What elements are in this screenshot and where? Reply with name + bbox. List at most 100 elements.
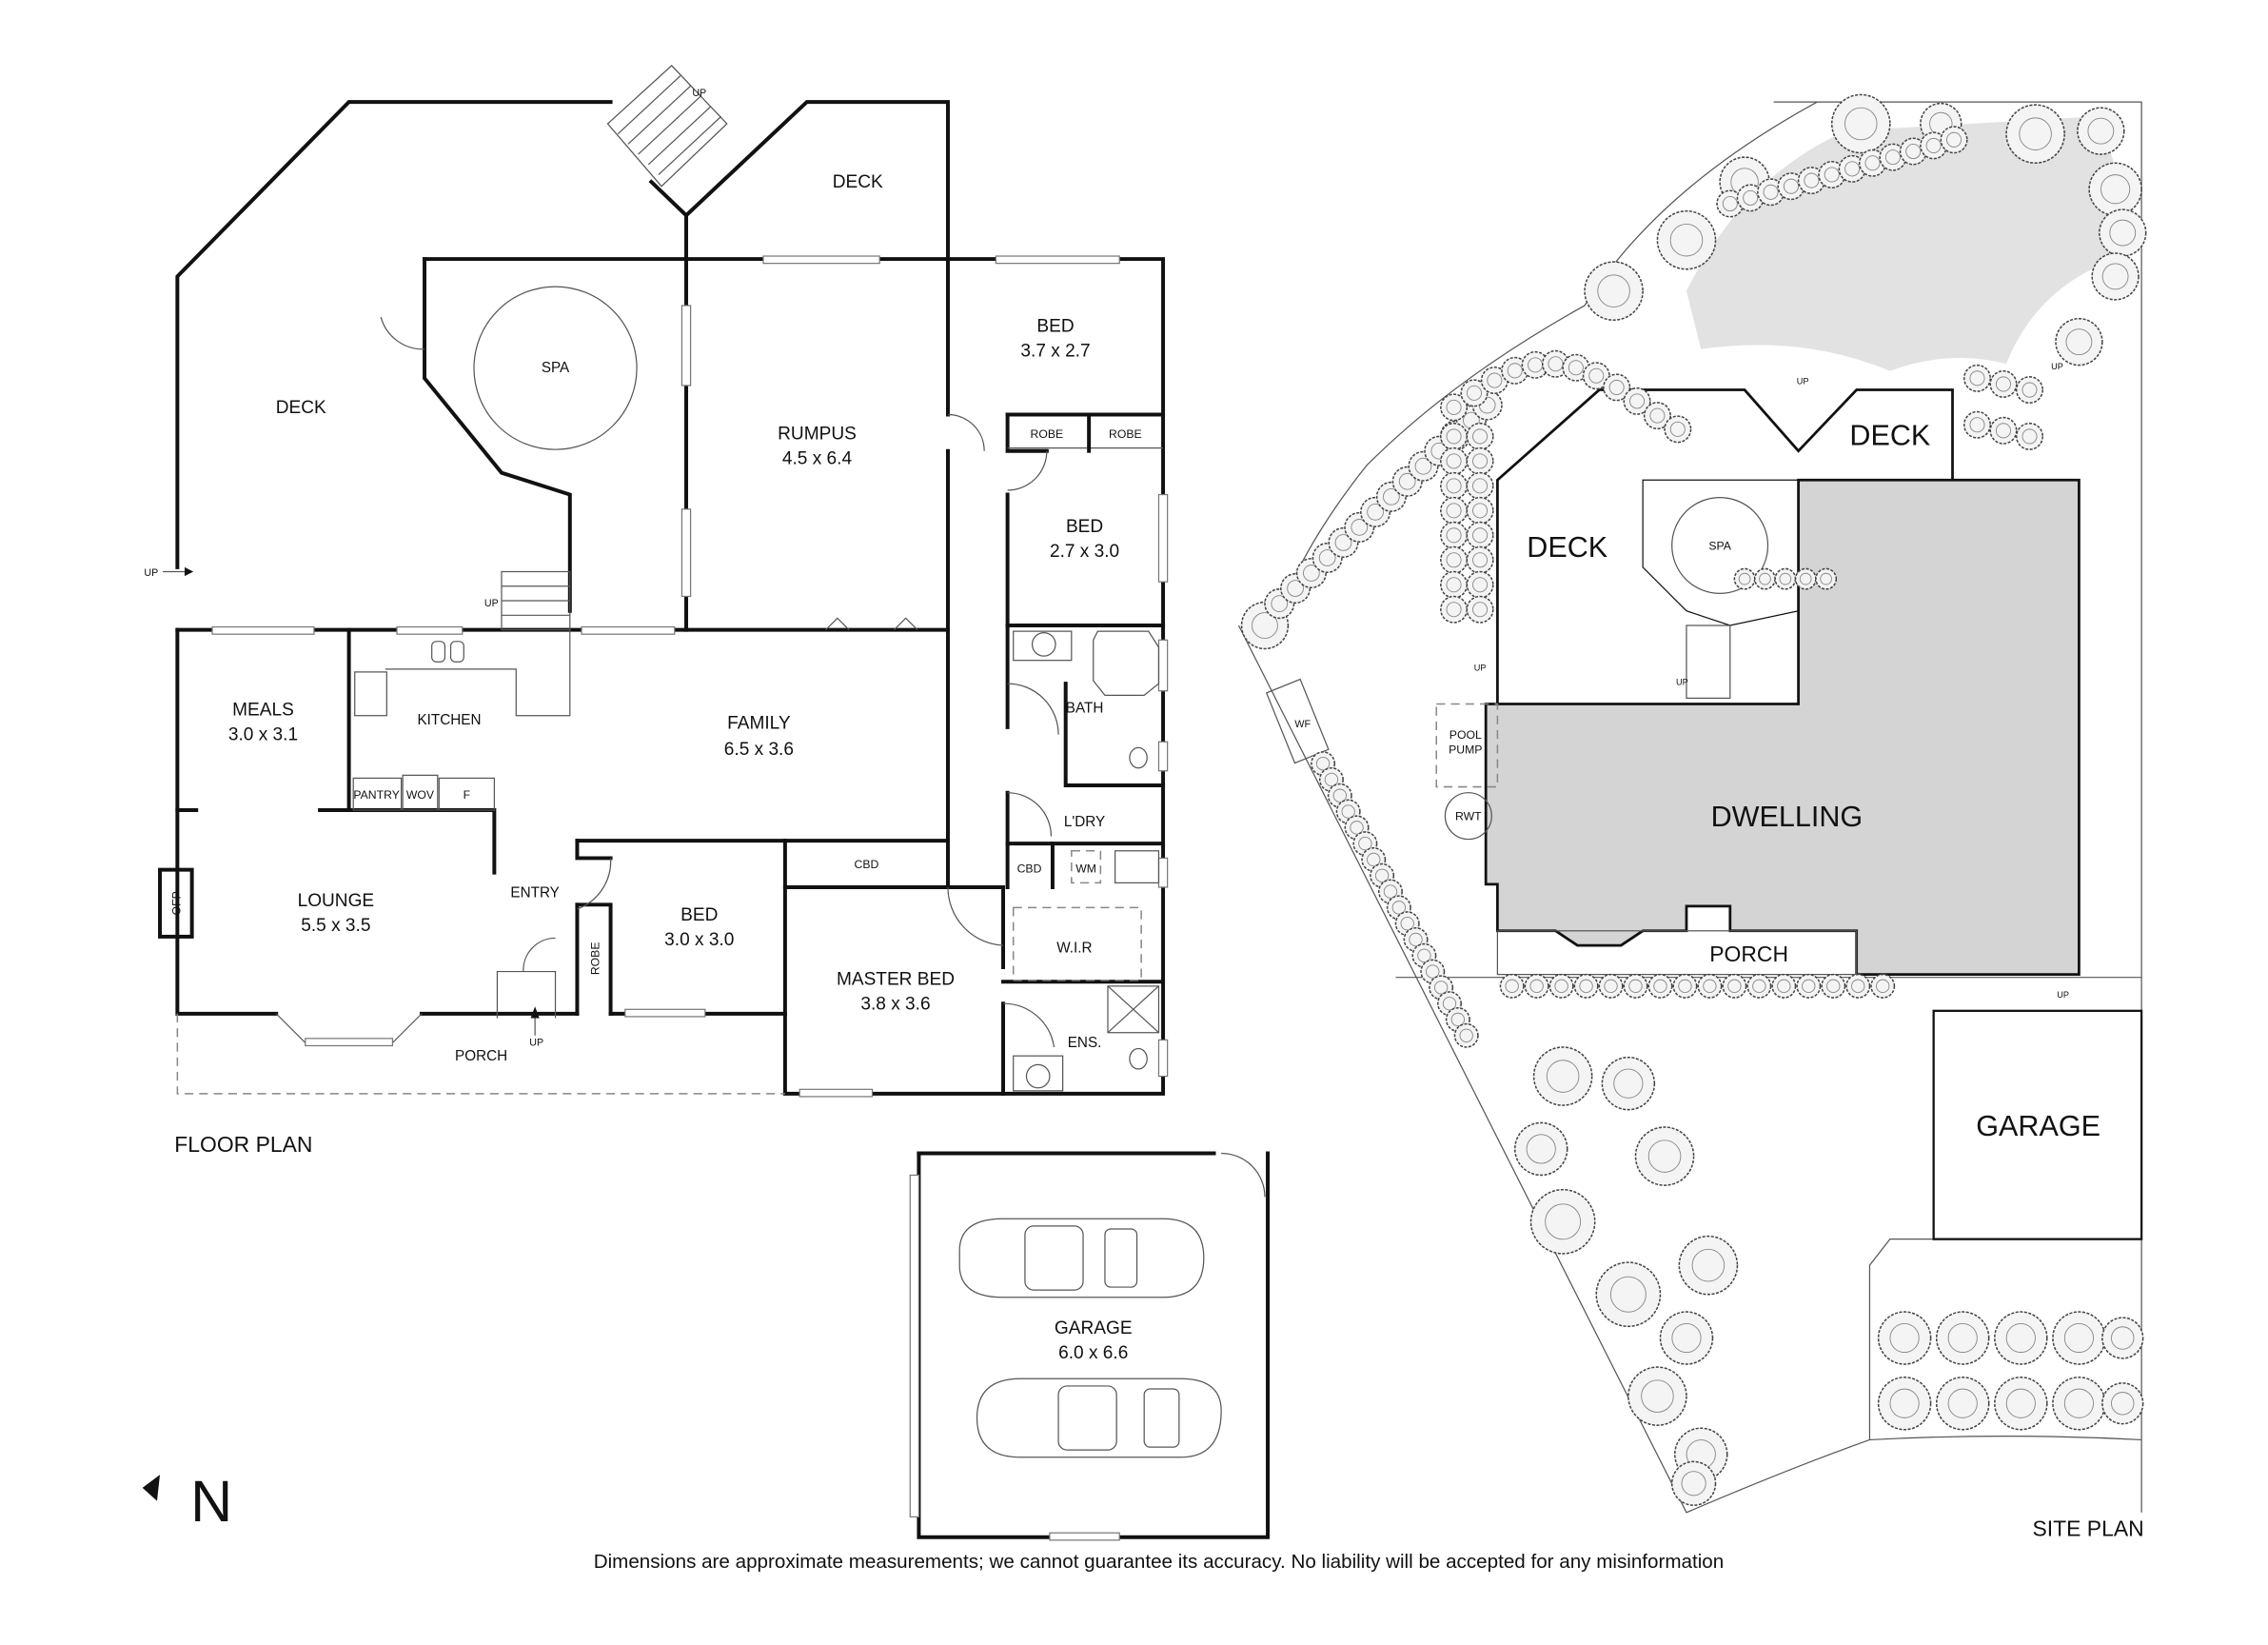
room-label: DECK xyxy=(833,172,883,192)
tree-icon xyxy=(2101,1317,2144,1359)
tree-icon xyxy=(1643,402,1671,430)
tree-icon xyxy=(1466,595,1494,624)
tree-canopy xyxy=(1727,979,1742,994)
tree-canopy xyxy=(1743,189,1759,206)
tree-icon xyxy=(1647,973,1673,999)
tree-canopy xyxy=(1691,1248,1726,1282)
tree-canopy xyxy=(2087,117,2115,145)
tree-canopy xyxy=(1529,979,1544,994)
tree-canopy xyxy=(2005,1388,2036,1418)
tree-canopy xyxy=(1546,1060,1580,1093)
tree-icon xyxy=(1634,1126,1695,1186)
tree-canopy xyxy=(1969,417,1985,433)
tree-canopy xyxy=(2111,1326,2135,1350)
tree-canopy xyxy=(1374,868,1390,882)
tree-canopy xyxy=(1271,595,1289,612)
tree-canopy xyxy=(1995,423,2012,439)
site-plan: DECK DECK SPA DWELLING PORCH GARAGE POOL… xyxy=(1237,93,2147,1540)
tree-icon xyxy=(1774,567,1797,590)
tree-icon xyxy=(1746,973,1772,999)
tree-canopy xyxy=(1459,1028,1473,1042)
tree-icon xyxy=(2088,162,2142,217)
room-label: BED xyxy=(1036,316,1074,336)
tree-canopy xyxy=(1804,172,1820,188)
tree-canopy xyxy=(1722,196,1738,212)
room-size: 6.0 x 6.6 xyxy=(1058,1343,1128,1363)
tree-canopy xyxy=(1969,370,1985,386)
tree-canopy xyxy=(1472,577,1489,593)
cbd-label: CBD xyxy=(855,858,879,871)
tree-canopy xyxy=(1526,1134,1556,1164)
tree-canopy xyxy=(1446,503,1462,519)
tree-canopy xyxy=(1669,223,1704,257)
tree-canopy xyxy=(1487,372,1503,388)
tree-canopy xyxy=(1824,167,1840,183)
tree-canopy xyxy=(1579,979,1593,994)
north-label: N xyxy=(190,1469,232,1534)
tree-canopy xyxy=(1414,457,1432,475)
tree-canopy xyxy=(1446,399,1462,415)
tree-icon xyxy=(1722,973,1747,999)
room-label: PORCH xyxy=(455,1048,507,1064)
room-size: 5.5 x 3.5 xyxy=(301,916,370,936)
wov-label: WOV xyxy=(406,788,435,802)
tree-canopy xyxy=(1629,393,1646,409)
up-label: UP xyxy=(2051,362,2063,371)
tree-canopy xyxy=(2019,117,2052,150)
tree-canopy xyxy=(1383,884,1398,899)
up-label: UP xyxy=(2057,990,2069,1000)
tree-canopy xyxy=(1889,1322,1920,1354)
tree-icon xyxy=(1697,973,1723,999)
tree-canopy xyxy=(1905,144,1922,160)
tree-icon xyxy=(1466,521,1494,549)
tree-icon xyxy=(2052,1311,2106,1365)
tree-canopy xyxy=(1472,453,1489,469)
car-icon xyxy=(958,1218,1205,1298)
tree-canopy xyxy=(1505,979,1519,994)
ofp-label: OFP xyxy=(169,891,183,915)
tree-icon xyxy=(1656,209,1717,270)
tree-canopy xyxy=(1681,1471,1706,1496)
tree-canopy xyxy=(1947,1388,1978,1418)
tree-icon xyxy=(2091,252,2140,301)
wm-label: WM xyxy=(1075,862,1096,876)
tree-canopy xyxy=(2111,1392,2135,1416)
tree-icon xyxy=(1994,1377,2048,1431)
tree-icon xyxy=(1524,973,1549,999)
tree-icon xyxy=(1771,973,1797,999)
up-label: UP xyxy=(1797,376,1809,386)
tree-canopy xyxy=(1588,367,1605,384)
tree-icon xyxy=(1670,1460,1717,1506)
room-label: DECK xyxy=(276,398,326,418)
tree-canopy xyxy=(1779,572,1792,585)
tree-canopy xyxy=(1844,161,1861,177)
tree-icon xyxy=(1440,422,1469,450)
tree-canopy xyxy=(1628,979,1643,994)
tree-canopy xyxy=(1446,428,1462,445)
tree-icon xyxy=(1672,973,1698,999)
tree-canopy xyxy=(2063,1388,2094,1418)
tree-icon xyxy=(1754,567,1776,590)
room-size: 3.0 x 3.0 xyxy=(664,930,734,950)
tree-canopy xyxy=(1641,1379,1674,1413)
tree-canopy xyxy=(1507,363,1523,379)
tree-icon xyxy=(1935,1377,1990,1431)
tree-icon xyxy=(1440,595,1469,624)
tree-canopy xyxy=(1783,178,1799,194)
tree-icon xyxy=(1466,496,1494,525)
garage-floor xyxy=(909,1151,1271,1541)
tree-canopy xyxy=(1554,979,1568,994)
site-label-deck: DECK xyxy=(1527,531,1607,564)
room-size: 2.7 x 3.0 xyxy=(1050,542,1119,562)
tree-icon xyxy=(2101,1382,2144,1425)
tree-canopy xyxy=(1252,612,1278,639)
up-label: UP xyxy=(692,88,706,99)
tree-canopy xyxy=(1433,981,1449,995)
tree-icon xyxy=(1460,379,1489,407)
tree-icon xyxy=(1845,973,1871,999)
tree-canopy xyxy=(1417,948,1431,962)
tree-icon xyxy=(1573,973,1599,999)
disclaimer: Dimensions are approximate measurements;… xyxy=(594,1551,1725,1573)
tree-canopy xyxy=(1799,572,1812,585)
